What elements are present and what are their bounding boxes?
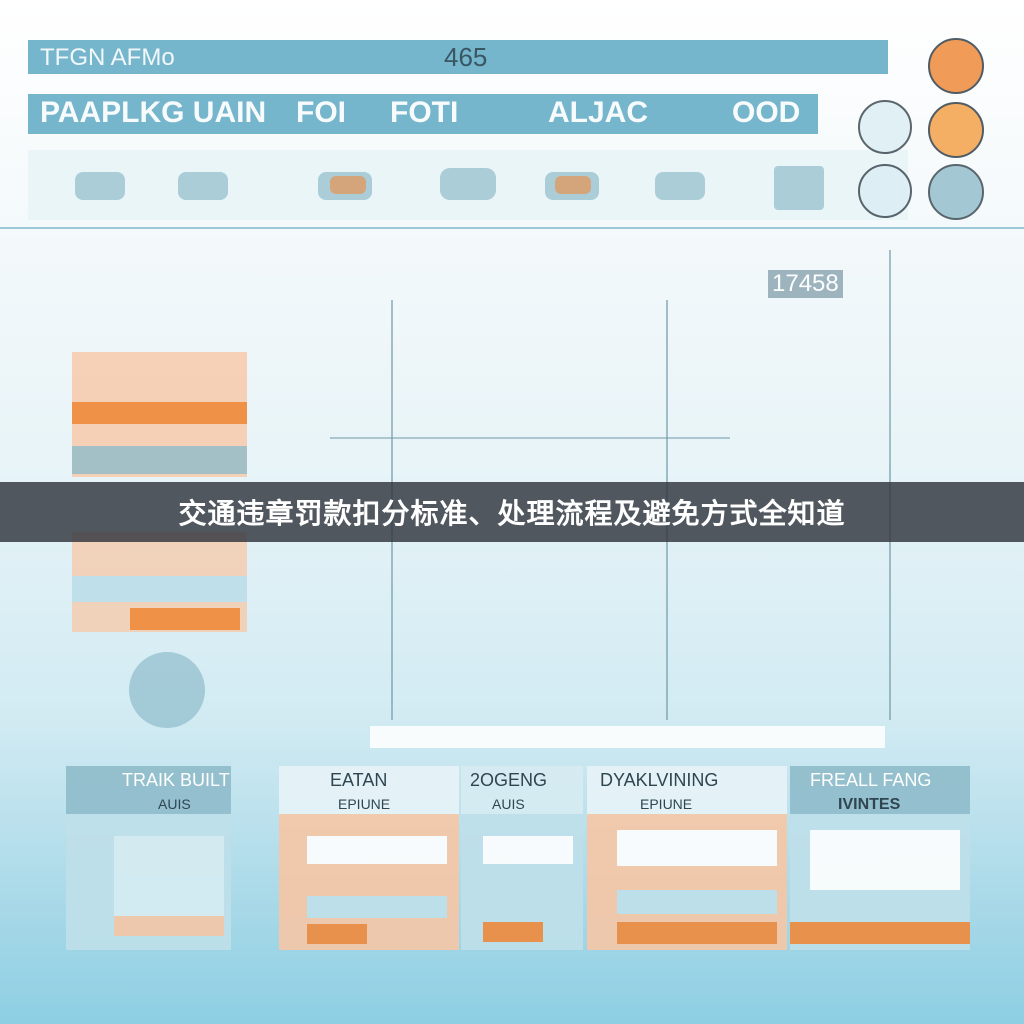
badge-number: 17458 bbox=[768, 270, 843, 298]
orange-badge-icon bbox=[928, 102, 984, 158]
column-subheader-4: EPIUNE bbox=[640, 796, 693, 812]
column-header-5: FREALL FANG bbox=[810, 770, 932, 790]
info-column-2 bbox=[279, 766, 459, 950]
info-column-3 bbox=[461, 766, 583, 950]
info-column-1 bbox=[66, 766, 231, 950]
header-title-line1: TFGN AFMo bbox=[40, 44, 175, 71]
column-header-2: EATAN bbox=[330, 770, 388, 790]
header-title-line2: PAAPLKG UAIN bbox=[40, 96, 267, 129]
column-subheader-3: AUIS bbox=[492, 796, 525, 812]
header-number: 465 bbox=[444, 42, 488, 72]
road-icon bbox=[858, 164, 912, 218]
column-subheader-5: IVINTES bbox=[838, 796, 901, 813]
header-title-line2c: FOTI bbox=[390, 96, 459, 129]
info-column-4 bbox=[587, 766, 787, 950]
orange-badge-icon bbox=[928, 38, 984, 94]
header-title-line2d: ALJAC bbox=[548, 96, 649, 129]
header-title-line2e: OOD bbox=[732, 96, 801, 129]
column-subheader-1: AUIS bbox=[158, 796, 191, 812]
column-header-1: TRAIK BUILT bbox=[122, 770, 230, 790]
banner-title: 交通违章罚款扣分标准、处理流程及避免方式全知道 bbox=[178, 497, 846, 530]
header-title-line2b: FOI bbox=[296, 96, 346, 129]
column-header-4: DYAKLVINING bbox=[600, 770, 719, 790]
column-subheader-2: EPIUNE bbox=[338, 796, 391, 812]
column-header-3: 2OGENG bbox=[470, 770, 548, 790]
info-column-5 bbox=[790, 766, 970, 950]
title-banner: 交通违章罚款扣分标准、处理流程及避免方式全知道 bbox=[0, 482, 1024, 542]
globe-icon bbox=[858, 100, 912, 154]
bridge-icon bbox=[928, 164, 984, 220]
